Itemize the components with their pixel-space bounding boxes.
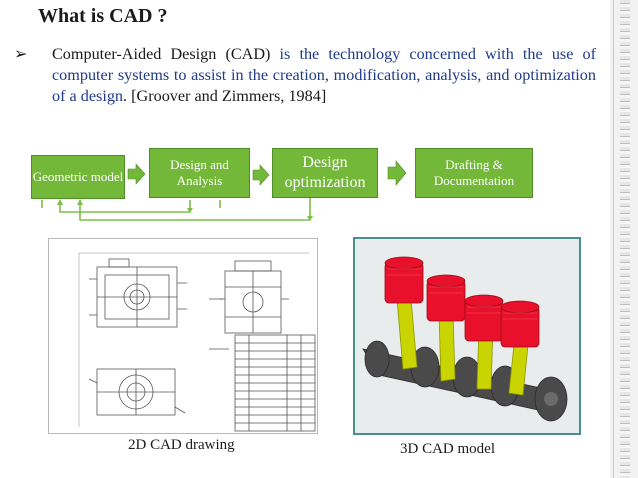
flow-step-drafting-documentation: Drafting & Documentation	[415, 148, 533, 198]
edge-fringe	[620, 0, 630, 478]
flow-step-label: Drafting & Documentation	[433, 156, 515, 188]
flow-step-geometric-model: Geometric model	[31, 155, 125, 199]
cad-3d-model-image	[353, 237, 581, 435]
technical-drawing-illustration	[78, 252, 316, 432]
feedback-loop-lines	[41, 198, 311, 221]
definition-term: Computer-Aided Design (CAD)	[52, 45, 280, 63]
flow-step-design-optimization: Design optimization	[272, 148, 378, 198]
flow-step-label: Design and Analysis	[170, 156, 229, 188]
cad-2d-drawing-image	[48, 238, 318, 434]
flow-arrow-icon	[127, 163, 146, 185]
definition-body: is the technology concerned with the use…	[52, 45, 596, 105]
crankshaft-pistons-illustration	[362, 256, 568, 422]
edge-line	[613, 0, 614, 478]
bullet-arrow-icon: ➢	[14, 45, 28, 63]
slide-title: What is CAD ?	[38, 5, 168, 27]
caption-2d-cad-drawing: 2D CAD drawing	[128, 437, 235, 453]
feedback-arrowheads	[57, 199, 313, 221]
definition-text: Computer-Aided Design (CAD) is the techn…	[52, 44, 596, 107]
flow-step-design-analysis: Design and Analysis	[149, 148, 250, 198]
flow-arrow-icon	[387, 160, 407, 186]
flow-step-label: Geometric model	[32, 168, 124, 184]
bullet-paragraph: ➢ Computer-Aided Design (CAD) is the tec…	[14, 44, 596, 107]
slide-edge-decoration	[610, 0, 638, 478]
flow-step-label: Design optimization	[284, 154, 366, 191]
definition-citation: . [Groover and Zimmers, 1984]	[123, 87, 327, 105]
caption-3d-cad-model: 3D CAD model	[400, 441, 495, 457]
flow-arrow-icon	[252, 164, 270, 186]
